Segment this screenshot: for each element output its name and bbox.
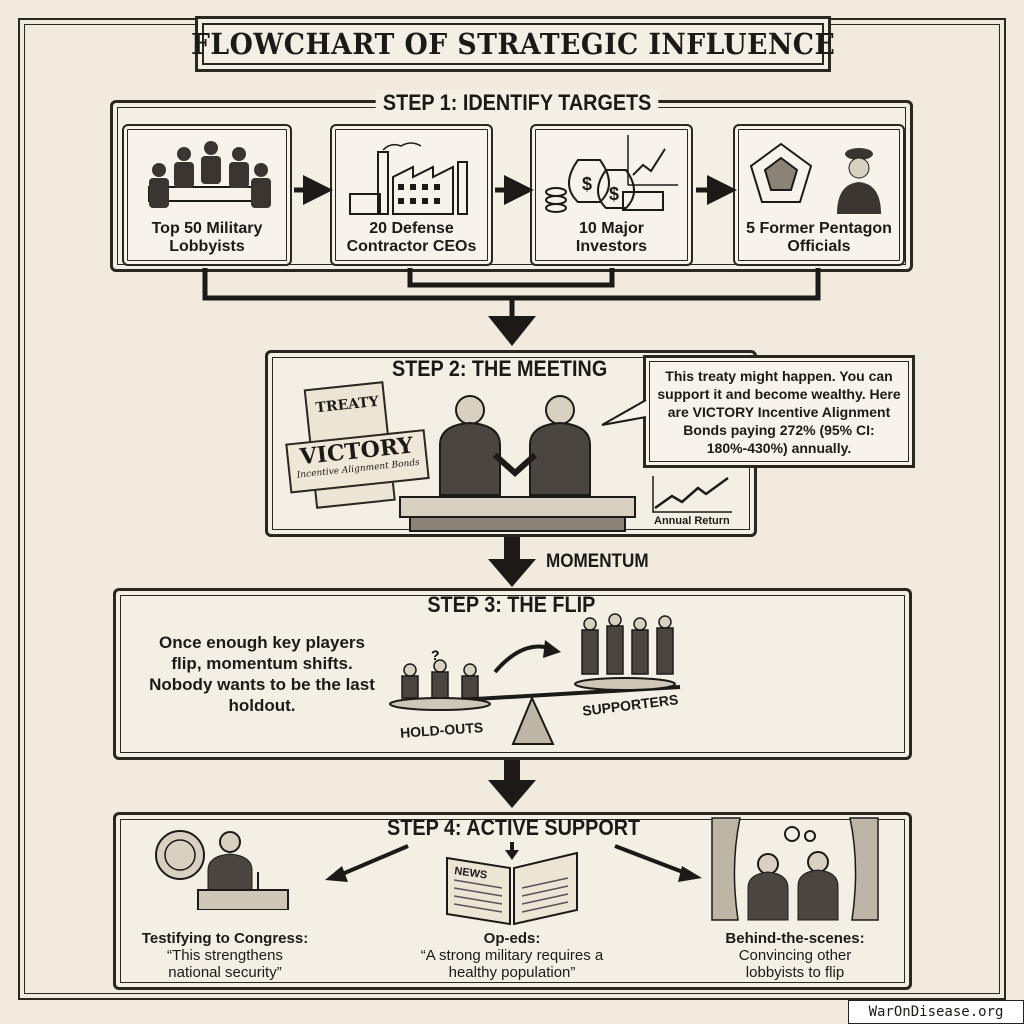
speech-text: This treaty might happen. You can suppor… (657, 367, 901, 456)
step3-heading: STEP 3: THE FLIP (427, 592, 596, 617)
annual-return-chart-icon (652, 476, 732, 513)
card-label: 20 Defense Contractor CEOs (346, 220, 477, 255)
card-investors: $$ 10 Major Investors (530, 124, 693, 266)
item-title: Op-eds: (483, 930, 541, 947)
card-label: Top 50 Military Lobbyists (151, 220, 263, 255)
money-bags-icon: $$ (545, 135, 678, 213)
arrow-down-icon (488, 537, 536, 587)
arrow-down-icon (488, 760, 536, 808)
balance-scale-illustration: ? (389, 613, 681, 745)
step4-item-congress: Testifying to Congress: “This strengthen… (130, 930, 320, 981)
step2-heading: STEP 2: THE MEETING (391, 356, 608, 381)
card-lobbyists: Top 50 Military Lobbyists (122, 124, 292, 266)
momentum-label: MOMENTUM (546, 551, 649, 572)
speech-bubble: This treaty might happen. You can suppor… (643, 355, 915, 468)
newspaper-icon: NEWS (446, 851, 578, 926)
step3-box (113, 588, 912, 760)
step4-item-behind-scenes: Behind-the-scenes: Convincing other lobb… (705, 930, 885, 981)
news-label: NEWS (454, 865, 488, 881)
item-title: Behind-the-scenes: (725, 930, 865, 947)
card-label: 5 Former Pentagon Officials (746, 220, 892, 255)
factory-icon (349, 142, 468, 215)
item-title: Testifying to Congress: (141, 930, 309, 947)
step1-connectors (202, 175, 821, 346)
step4-branch-arrows (325, 842, 702, 882)
item-text: “This strengthens national security” (167, 947, 283, 981)
congress-testimony-icon (155, 830, 289, 910)
step1-heading: STEP 1: IDENTIFY TARGETS (375, 90, 659, 116)
svg-text:$: $ (582, 174, 592, 194)
speech-tail (601, 399, 647, 426)
annual-return-label: Annual Return (654, 515, 730, 527)
svg-text:$: $ (609, 184, 619, 204)
svg-text:?: ? (431, 647, 440, 663)
card-label: 10 Major Investors (575, 220, 648, 255)
item-text: “A strong military requires a healthy po… (420, 947, 604, 981)
watermark: WarOnDisease.org (848, 1000, 1024, 1024)
handshake-illustration (399, 395, 636, 532)
card-ceos: 20 Defense Contractor CEOs (330, 124, 493, 266)
card-pentagon: 5 Former Pentagon Officials (733, 124, 905, 266)
item-text: Convincing other lobbyists to flip (738, 947, 852, 981)
page-title: FLOWCHART OF STRATEGIC INFLUENCE (190, 27, 836, 61)
pentagon-officer-icon (749, 142, 881, 214)
step4-item-oped: Op-eds: “A strong military requires a he… (412, 930, 612, 981)
lobbyists-meeting-icon (148, 141, 271, 208)
behind-the-scenes-icon (711, 817, 879, 921)
step3-text: Once enough key players flip, momentum s… (149, 633, 375, 715)
title-banner: FLOWCHART OF STRATEGIC INFLUENCE (191, 16, 835, 72)
step4-heading: STEP 4: ACTIVE SUPPORT (387, 815, 641, 840)
